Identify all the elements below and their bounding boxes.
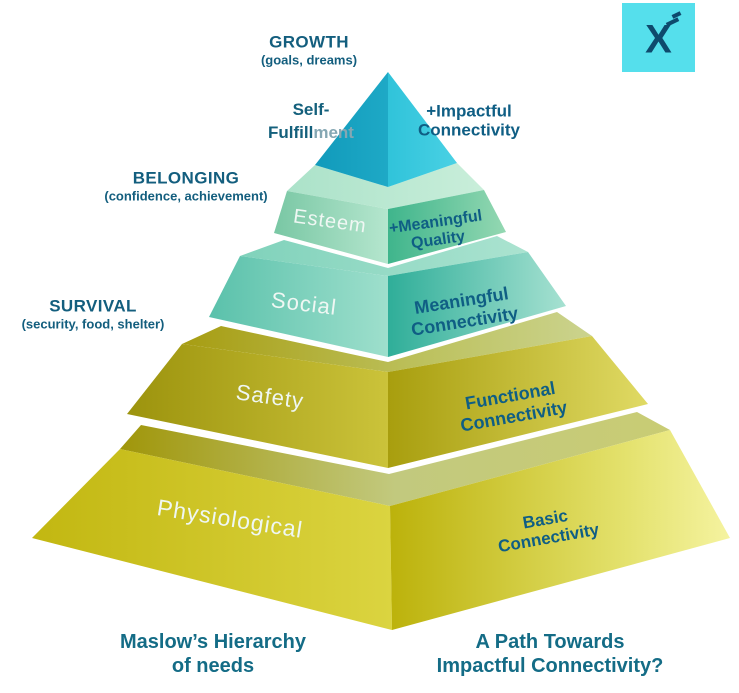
physiological-right-face xyxy=(390,430,730,630)
brand-logo: X xyxy=(622,3,695,72)
safety-left-face xyxy=(127,344,388,468)
category-survival-subtitle: (security, food, shelter) xyxy=(21,316,165,332)
safety-top-surface xyxy=(182,312,592,372)
caption-maslow: Maslow’s Hierarchy of needs xyxy=(119,631,307,677)
esteem-top-surface xyxy=(287,163,484,209)
category-belonging: BELONGING (confidence, achievement) xyxy=(104,167,267,205)
category-growth-title: GROWTH xyxy=(269,32,349,52)
caption-path-towards: A Path Towards Impactful Connectivity? xyxy=(436,631,664,677)
physiological-top-surface xyxy=(120,412,670,506)
category-survival: SURVIVAL (security, food, shelter) xyxy=(22,295,165,333)
esteem-right-face xyxy=(388,190,506,264)
category-growth-subtitle: (goals, dreams) xyxy=(260,52,358,68)
apex-left-face xyxy=(315,72,388,187)
apex-right-face xyxy=(388,72,457,187)
connectivity-label-impactful: +Impactful Connectivity xyxy=(417,101,521,140)
social-top-surface xyxy=(240,236,528,276)
esteem-left-face xyxy=(274,191,388,264)
category-growth: GROWTH (goals, dreams) xyxy=(261,31,357,69)
category-belonging-subtitle: (confidence, achievement) xyxy=(104,188,268,204)
social-right-face xyxy=(388,252,566,357)
safety-right-face xyxy=(388,336,648,468)
category-survival-title: SURVIVAL xyxy=(49,296,137,316)
level-label-self-fulfillment: Self- Fulfillment xyxy=(268,100,354,142)
category-belonging-title: BELONGING xyxy=(132,168,240,188)
social-left-face xyxy=(209,256,388,357)
physiological-left-face xyxy=(32,449,392,630)
